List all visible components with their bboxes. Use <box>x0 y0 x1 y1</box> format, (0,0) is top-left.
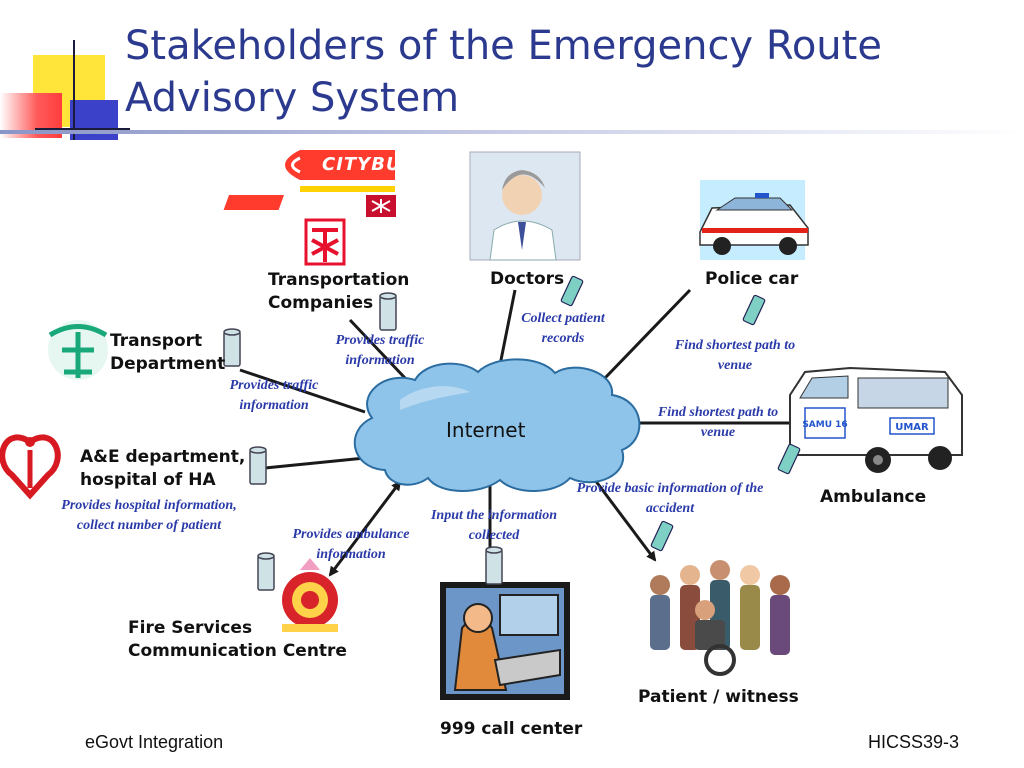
label-line: hospital of HA <box>80 470 216 490</box>
link-transport-dept <box>239 368 366 414</box>
annotation-line: Input the information <box>430 508 558 523</box>
call-center-picture <box>440 582 570 700</box>
internet-label: Internet <box>446 418 526 442</box>
deco-vertical-line <box>73 40 75 140</box>
annotation-police: Find shortest path to venue <box>650 336 820 376</box>
annotation-ambulance: Find shortest path to venue <box>636 403 800 443</box>
slide-title-line2: Advisory System <box>125 75 460 121</box>
annotation-line: collect number of patient <box>76 518 222 533</box>
internet-cloud <box>353 358 641 492</box>
annotation-line: information <box>345 353 415 368</box>
annotation-ae: Provides hospital information, collect n… <box>36 496 262 536</box>
link-fire <box>328 480 402 577</box>
transport-department-logo <box>48 320 108 380</box>
annotation-line: Provide basic information of the <box>576 481 764 496</box>
annotation-fire-services: Provides ambulance information <box>276 525 426 565</box>
link-doctors <box>498 289 517 366</box>
database-icon <box>485 546 503 585</box>
label-ae-department: A&E department, hospital of HA <box>80 446 245 492</box>
label-police-car: Police car <box>705 269 799 289</box>
label-patient-witness: Patient / witness <box>638 687 799 707</box>
link-ae <box>264 456 366 470</box>
database-icons <box>223 292 503 591</box>
label-line: Transportation <box>268 270 410 290</box>
label-line: Department <box>110 354 226 374</box>
ambulance-side-text: UMAR <box>895 422 929 433</box>
ambulance-door-text: SAMU 16 <box>802 420 847 430</box>
annotation-transport-department: Provides traffic information <box>212 376 336 416</box>
police-car-picture <box>699 180 809 260</box>
annotation-line: information <box>239 398 309 413</box>
phone-icon <box>650 520 674 552</box>
annotation-line: Provides hospital information, <box>61 498 237 513</box>
annotation-line: Find shortest path to <box>674 338 796 353</box>
label-transportation-companies: Transportation Companies <box>268 269 409 315</box>
annotation-line: collected <box>468 528 520 543</box>
phone-icon <box>777 443 801 475</box>
database-icon <box>257 552 275 591</box>
footer-right: HICSS39-3 <box>868 732 960 752</box>
database-icon <box>223 328 241 367</box>
database-icon <box>249 446 267 485</box>
label-line: Communication Centre <box>128 641 347 661</box>
deco-horizontal-line <box>35 128 130 130</box>
footer-left: eGovt Integration <box>85 732 224 752</box>
annotation-doctors: Collect patient records <box>500 309 626 349</box>
label-ambulance: Ambulance <box>820 487 927 507</box>
annotation-line: venue <box>717 358 753 373</box>
annotation-line: venue <box>700 425 736 440</box>
link-police <box>603 288 692 380</box>
label-doctors: Doctors <box>490 269 565 289</box>
citybus-logo <box>223 150 396 266</box>
label-fire-services: Fire Services Communication Centre <box>128 617 347 663</box>
link-patient <box>593 479 657 562</box>
label-line: Companies <box>268 293 374 313</box>
link-transportation <box>348 318 407 380</box>
annotation-line: information <box>316 547 386 562</box>
label-999-call-center: 999 call center <box>440 719 583 739</box>
annotation-line: Provides ambulance <box>292 527 410 542</box>
phone-icon <box>560 275 584 307</box>
annotation-line: Provides traffic <box>229 378 319 393</box>
ha-logo <box>0 434 61 500</box>
annotation-call-center: Input the information collected <box>412 506 576 546</box>
label-line: Fire Services <box>128 618 253 638</box>
label-transport-department: Transport Department <box>110 330 225 376</box>
phone-icon <box>742 294 766 326</box>
fire-services-logo <box>282 558 338 632</box>
slide-title-line1: Stakeholders of the Emergency Route <box>125 23 882 69</box>
annotation-line: records <box>541 331 585 346</box>
annotation-line: Provides traffic <box>335 333 425 348</box>
label-line: Transport <box>110 331 203 351</box>
database-icon <box>379 292 397 331</box>
ambulance-picture: SAMU 16 UMAR <box>789 366 963 473</box>
doctor-picture <box>469 151 581 261</box>
annotation-line: accident <box>645 501 695 516</box>
annotation-line: Collect patient <box>521 311 605 326</box>
label-line: A&E department, <box>80 447 246 467</box>
phone-icons <box>560 275 801 552</box>
annotation-patient: Provide basic information of the acciden… <box>552 479 788 519</box>
slide-title: Stakeholders of the Emergency Route Advi… <box>125 20 1005 124</box>
annotation-transportation: Provides traffic information <box>318 331 442 371</box>
title-underline <box>0 130 1024 134</box>
patient-witness-picture <box>650 560 790 676</box>
annotation-line: Find shortest path to <box>657 405 779 420</box>
citybus-wordmark: CITYBUS <box>322 154 416 175</box>
